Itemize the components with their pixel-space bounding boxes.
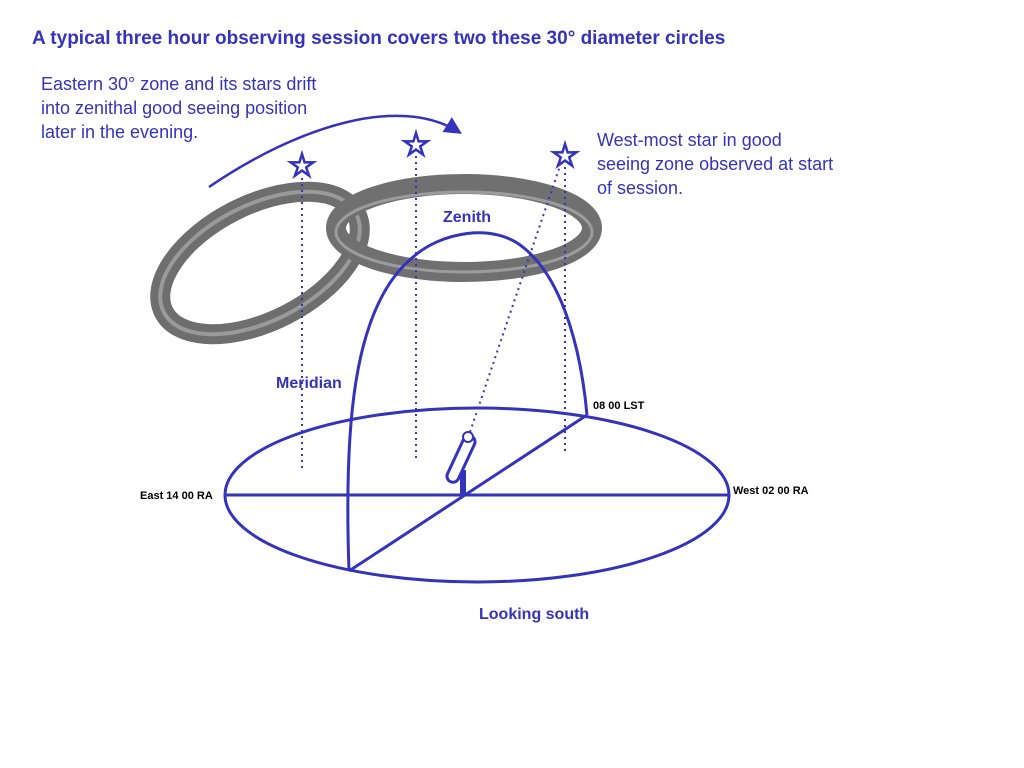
eastern-zone-ring	[150, 181, 370, 345]
star-icon	[286, 149, 318, 180]
star-icon	[549, 139, 581, 170]
zenith-zone-ring	[326, 174, 602, 282]
zenith-label: Zenith	[443, 209, 491, 226]
meridian-arc	[346, 231, 589, 572]
east-ra-label: East 14 00 RA	[140, 490, 213, 502]
drift-arrow-icon	[208, 114, 462, 189]
eastern-zone-note: Eastern 30° zone and its stars drift int…	[41, 74, 317, 142]
slide-title: A typical three hour observing session c…	[32, 28, 726, 49]
west-ra-label: West 02 00 RA	[733, 485, 809, 497]
west-star-note: West-most star in good seeing zone obser…	[597, 130, 834, 198]
hour-line	[348, 413, 588, 573]
meridian-label: Meridian	[276, 375, 342, 392]
looking-south-label: Looking south	[479, 606, 590, 623]
lst-label: 08 00 LST	[593, 400, 645, 412]
telescope-icon	[445, 431, 477, 496]
star-icon	[400, 128, 432, 159]
